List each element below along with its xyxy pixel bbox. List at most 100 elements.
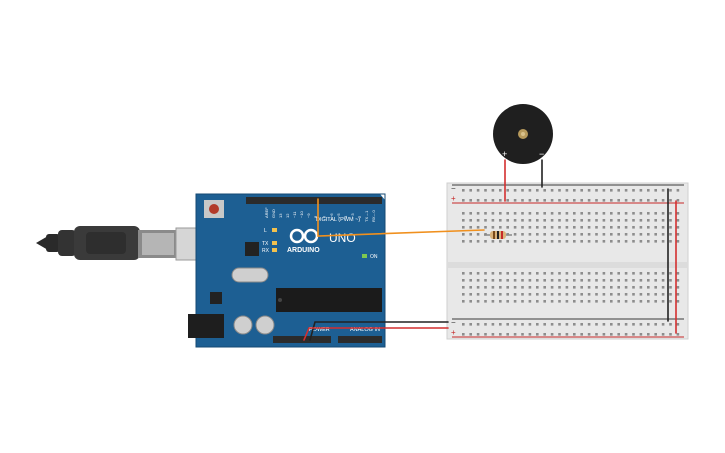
breadboard-hole <box>528 233 532 236</box>
breadboard-hole <box>610 333 613 336</box>
breadboard-hole <box>550 240 554 243</box>
breadboard-hole <box>676 279 680 282</box>
breadboard-hole <box>661 300 665 303</box>
breadboard-hole <box>587 189 591 192</box>
breadboard-hole <box>484 199 487 202</box>
breadboard-hole <box>624 323 628 326</box>
breadboard-hole <box>491 219 495 222</box>
breadboard-hole <box>565 272 569 275</box>
breadboard-hole <box>676 293 680 296</box>
breadboard-hole <box>669 272 672 275</box>
breadboard-hole <box>462 300 465 303</box>
breadboard-hole <box>669 286 672 289</box>
breadboard-hole <box>617 300 620 303</box>
breadboard-hole <box>654 293 657 296</box>
breadboard-hole <box>661 333 665 336</box>
breadboard-hole <box>580 199 583 202</box>
breadboard-hole <box>521 293 524 296</box>
breadboard-hole <box>624 240 628 243</box>
breadboard-hole <box>661 189 665 192</box>
breadboard-hole <box>491 323 495 326</box>
breadboard-hole <box>462 272 465 275</box>
breadboard-hole <box>528 199 532 202</box>
breadboard-hole <box>513 323 517 326</box>
breadboard-hole <box>543 300 546 303</box>
breadboard-hole <box>476 323 480 326</box>
breadboard-hole <box>639 219 643 222</box>
breadboard-hole <box>543 219 546 222</box>
rail-minus-label-bottom: − <box>451 318 456 327</box>
breadboard-hole <box>573 333 576 336</box>
breadboard-hole <box>647 226 650 229</box>
breadboard-hole <box>506 300 509 303</box>
pin-13-label: 13 <box>278 213 283 218</box>
arduino-logo <box>289 228 319 244</box>
breadboard-hole <box>469 286 472 289</box>
breadboard-hole <box>624 212 628 215</box>
breadboard-hole <box>676 199 680 202</box>
breadboard-hole <box>469 199 472 202</box>
breadboard-hole <box>513 226 517 229</box>
breadboard-hole <box>499 199 502 202</box>
breadboard-hole <box>521 300 524 303</box>
breadboard-hole <box>528 300 532 303</box>
breadboard-hole <box>521 199 524 202</box>
breadboard-hole <box>499 226 502 229</box>
pin-tx1-label: TX→1 <box>364 210 369 222</box>
breadboard-hole <box>676 286 680 289</box>
breadboard-hole <box>587 286 591 289</box>
breadboard-hole <box>573 240 576 243</box>
breadboard-hole <box>506 240 509 243</box>
breadboard-hole <box>543 212 546 215</box>
breadboard-hole <box>639 323 643 326</box>
breadboard-hole <box>506 293 509 296</box>
breadboard-hole <box>669 323 672 326</box>
breadboard-hole <box>506 272 509 275</box>
breadboard-hole <box>469 212 472 215</box>
pin-8-label: 8 <box>313 215 318 218</box>
power-wire <box>303 327 449 341</box>
breadboard-hole <box>521 323 524 326</box>
breadboard-hole <box>610 189 613 192</box>
breadboard-hole <box>550 199 554 202</box>
breadboard-hole <box>580 219 583 222</box>
pin-gnd-label: GND <box>271 209 276 218</box>
breadboard-hole <box>499 293 502 296</box>
breadboard-hole <box>617 279 620 282</box>
breadboard-hole <box>610 199 613 202</box>
breadboard-hole <box>602 189 606 192</box>
breadboard-hole <box>491 272 495 275</box>
breadboard-hole <box>661 240 665 243</box>
breadboard-hole <box>602 300 606 303</box>
breadboard-hole <box>565 189 569 192</box>
breadboard-hole <box>528 333 532 336</box>
breadboard-hole <box>595 300 598 303</box>
rail-plus-label-top: + <box>451 194 456 203</box>
breadboard-hole <box>639 189 643 192</box>
breadboard-hole <box>469 189 472 192</box>
breadboard-hole <box>669 212 672 215</box>
buzzer-plus-label: + <box>502 149 507 159</box>
breadboard-hole <box>587 212 591 215</box>
breadboard-hole <box>624 272 628 275</box>
breadboard-hole <box>647 286 650 289</box>
breadboard-hole <box>632 199 635 202</box>
breadboard-hole <box>610 293 613 296</box>
breadboard-hole <box>462 323 465 326</box>
breadboard-hole <box>521 212 524 215</box>
breadboard-hole <box>647 233 650 236</box>
breadboard-hole <box>573 279 576 282</box>
breadboard-hole <box>580 212 583 215</box>
breadboard-hole <box>580 300 583 303</box>
breadboard-hole <box>543 323 546 326</box>
breadboard-hole <box>528 323 532 326</box>
breadboard-hole <box>491 279 495 282</box>
breadboard-hole <box>499 333 502 336</box>
breadboard-hole <box>624 226 628 229</box>
pin-10-label: ~10 <box>299 210 304 218</box>
breadboard-hole <box>521 240 524 243</box>
breadboard-hole <box>639 293 643 296</box>
breadboard-hole <box>661 199 665 202</box>
breadboard-hole <box>469 293 472 296</box>
